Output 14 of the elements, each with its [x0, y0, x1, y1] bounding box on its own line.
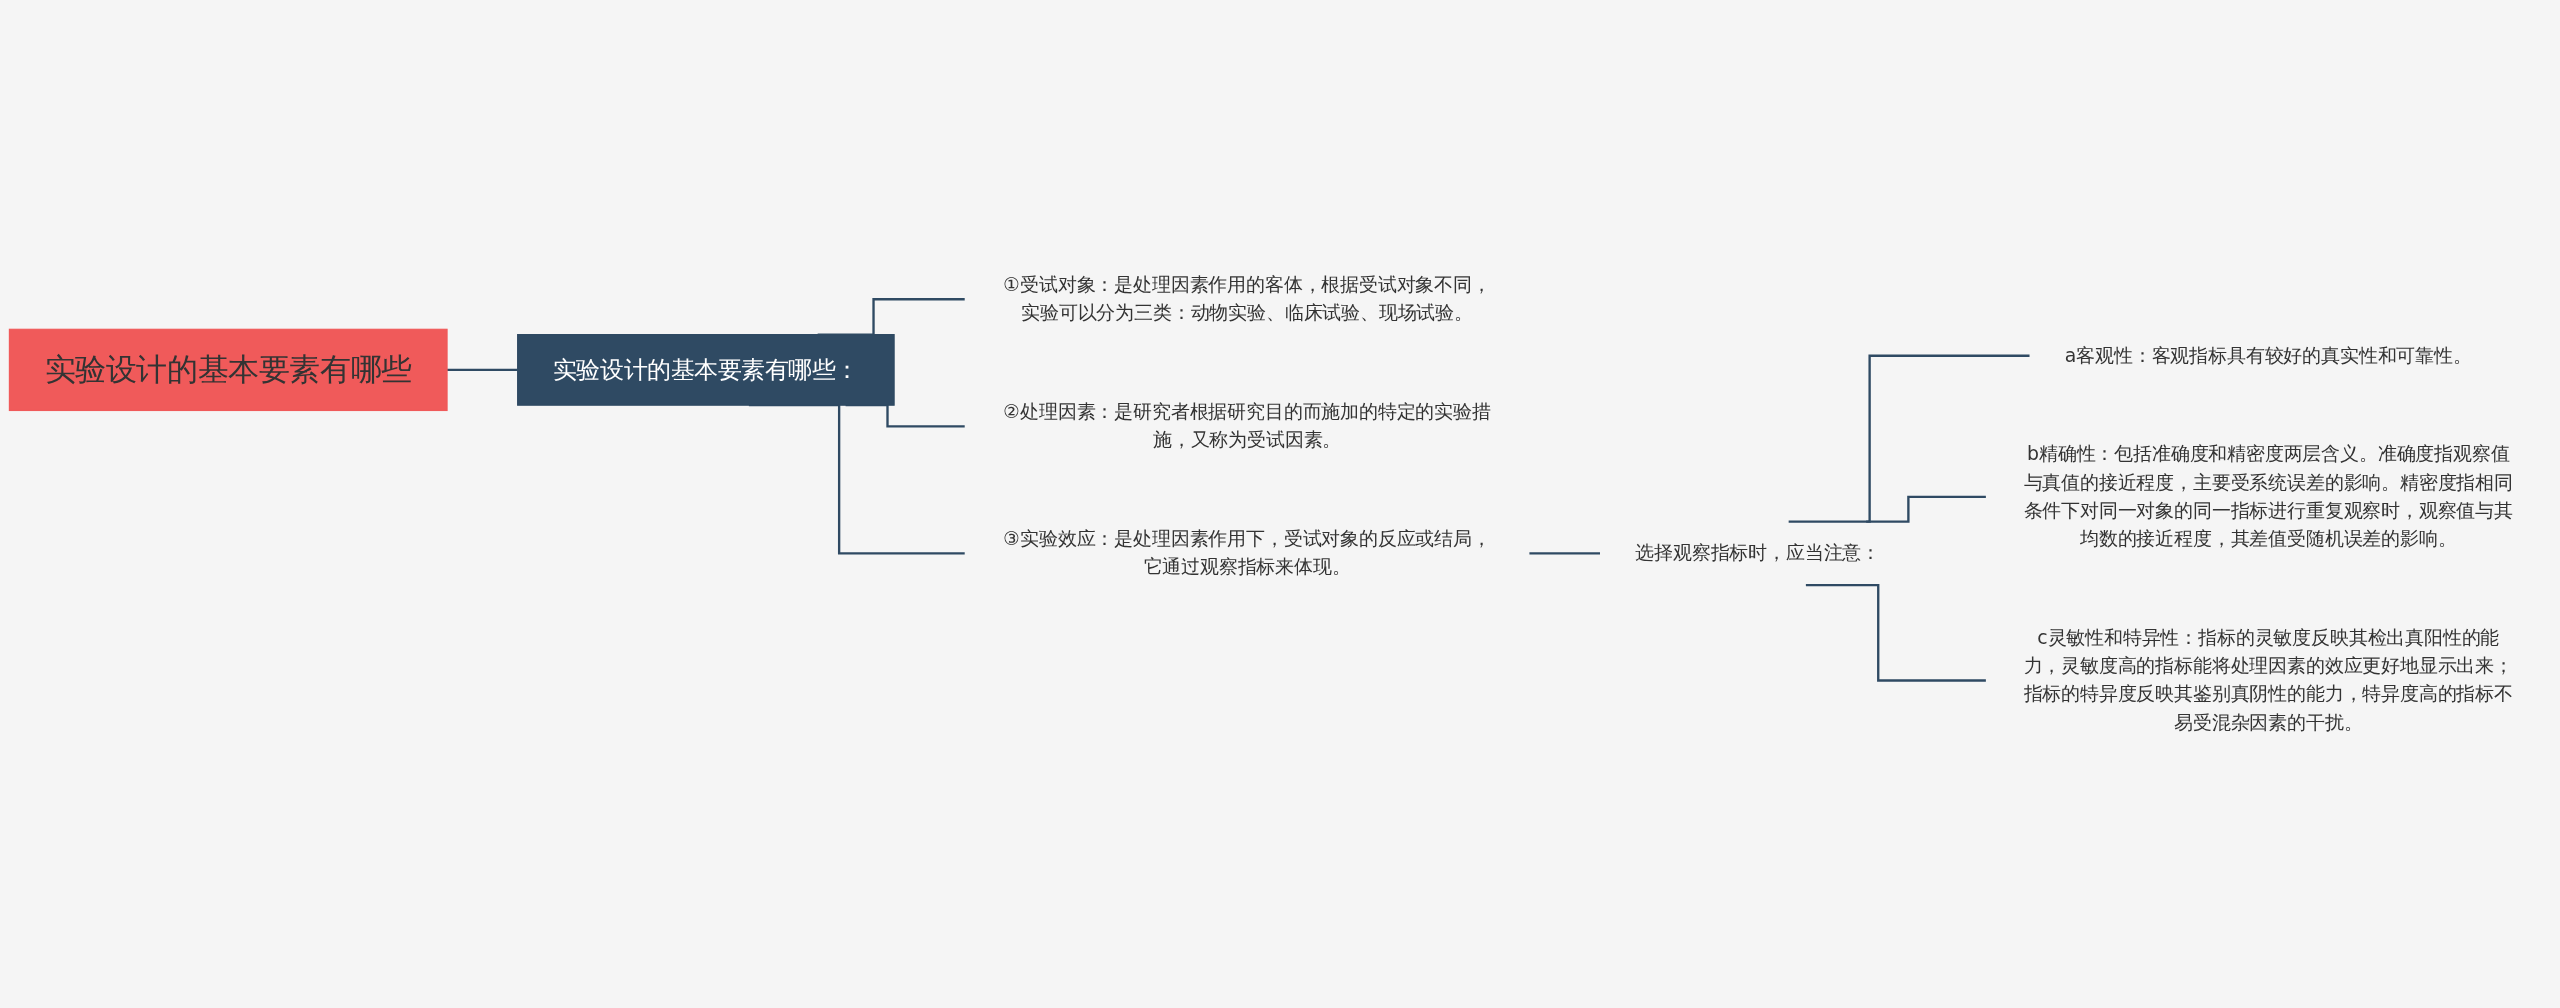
connector	[1866, 495, 1986, 523]
node-text: a客观性：客观指标具有较好的真实性和可靠性。	[2064, 344, 2472, 367]
node-text: c灵敏性和特异性：指标的灵敏度反映其检出真阳性的能力，灵敏度高的指标能将处理因素的效应更好地显示出来；指标的特异度反映其鉴别真阴性的能力，特异度高的指标不易受混杂因素的干扰。	[2023, 626, 2513, 734]
node-text: ①受试对象：是处理因素作用的客体，根据受试对象不同，实验可以分为三类：动物实验、临床试验、现场试验。	[1003, 273, 1491, 324]
connector	[1788, 354, 2030, 523]
node-text: ③实验效应：是处理因素作用下，受试对象的反应或结局，它通过观察指标来体现。	[1003, 527, 1491, 579]
node-text: 选择观察指标时，应当注意：	[1635, 541, 1880, 564]
node-box: 实验设计的基本要素有哪些	[8, 328, 448, 412]
connector	[1529, 552, 1600, 555]
node-text: b精确性：包括准确度和精密度两层含义。准确度指观察值与真值的接近程度，主要受系统误差的影响。精密度指相同条件下对同一对象的同一指标进行重复观察时，观察值与其均数的接近程度，其差值受随机误差的影响。	[2023, 442, 2513, 550]
connector	[1805, 584, 1986, 682]
node-text: ②处理因素：是研究者根据研究目的而施加的特定的实验措施，又称为受试因素。	[1003, 400, 1491, 452]
connector	[447, 368, 518, 372]
node-box: 实验设计的基本要素有哪些：	[517, 334, 895, 406]
